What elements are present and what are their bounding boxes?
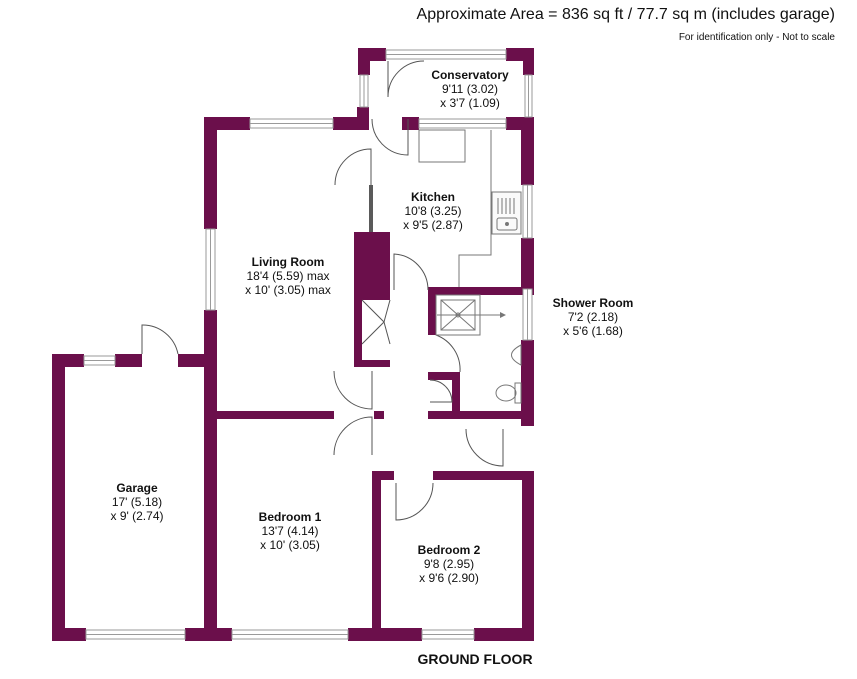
room-dimension: x 5'6 (1.68) (563, 324, 623, 338)
room-dimension: 10'8 (3.25) (404, 204, 462, 218)
room-name: Living Room (251, 255, 325, 269)
room-name: Bedroom 2 (417, 543, 481, 557)
room-name: Conservatory (431, 68, 509, 82)
room-label-garage: Garage 17' (5.18) x 9' (2.74) (111, 481, 164, 523)
room-dimension: x 10' (3.05) (260, 538, 320, 552)
room-label-kitchen: Kitchen 10'8 (3.25) x 9'5 (2.87) (403, 190, 463, 232)
room-dimension: 7'2 (2.18) (567, 310, 619, 324)
room-dimension: 9'8 (2.95) (423, 557, 475, 571)
room-dimension: x 3'7 (1.09) (440, 96, 500, 110)
room-dimension: x 9'6 (2.90) (419, 571, 479, 585)
walls (52, 48, 534, 641)
room-dimension: 13'7 (4.14) (261, 524, 319, 538)
room-label-bedroom-1: Bedroom 1 13'7 (4.14) x 10' (3.05) (259, 510, 322, 552)
room-name: Bedroom 1 (258, 510, 322, 524)
room-name: Shower Room (552, 296, 634, 310)
floor-label: GROUND FLOOR (417, 651, 533, 667)
door-swings (141, 60, 504, 521)
room-label-conservatory: Conservatory 9'11 (3.02) x 3'7 (1.09) (431, 68, 508, 110)
room-label-shower-room: Shower Room 7'2 (2.18) x 5'6 (1.68) (553, 296, 634, 338)
room-dimension: 18'4 (5.59) max (246, 269, 330, 283)
fixtures (418, 129, 522, 404)
room-dimension: x 10' (3.05) max (245, 283, 331, 297)
room-dimension: 17' (5.18) (111, 495, 163, 509)
room-dimension: x 9' (2.74) (110, 509, 164, 523)
room-name: Garage (116, 481, 158, 495)
room-label-bedroom-2: Bedroom 2 9'8 (2.95) x 9'6 (2.90) (418, 543, 481, 585)
room-label-living-room: Living Room 18'4 (5.59) max x 10' (3.05)… (245, 255, 331, 297)
room-dimension: 9'11 (3.02) (441, 82, 499, 96)
room-name: Kitchen (410, 190, 455, 204)
area-caption: Approximate Area = 836 sq ft / 77.7 sq m… (416, 6, 835, 23)
room-dimension: x 9'5 (2.87) (403, 218, 463, 232)
scale-note: For identification only - Not to scale (678, 32, 835, 43)
windows (83, 49, 533, 640)
